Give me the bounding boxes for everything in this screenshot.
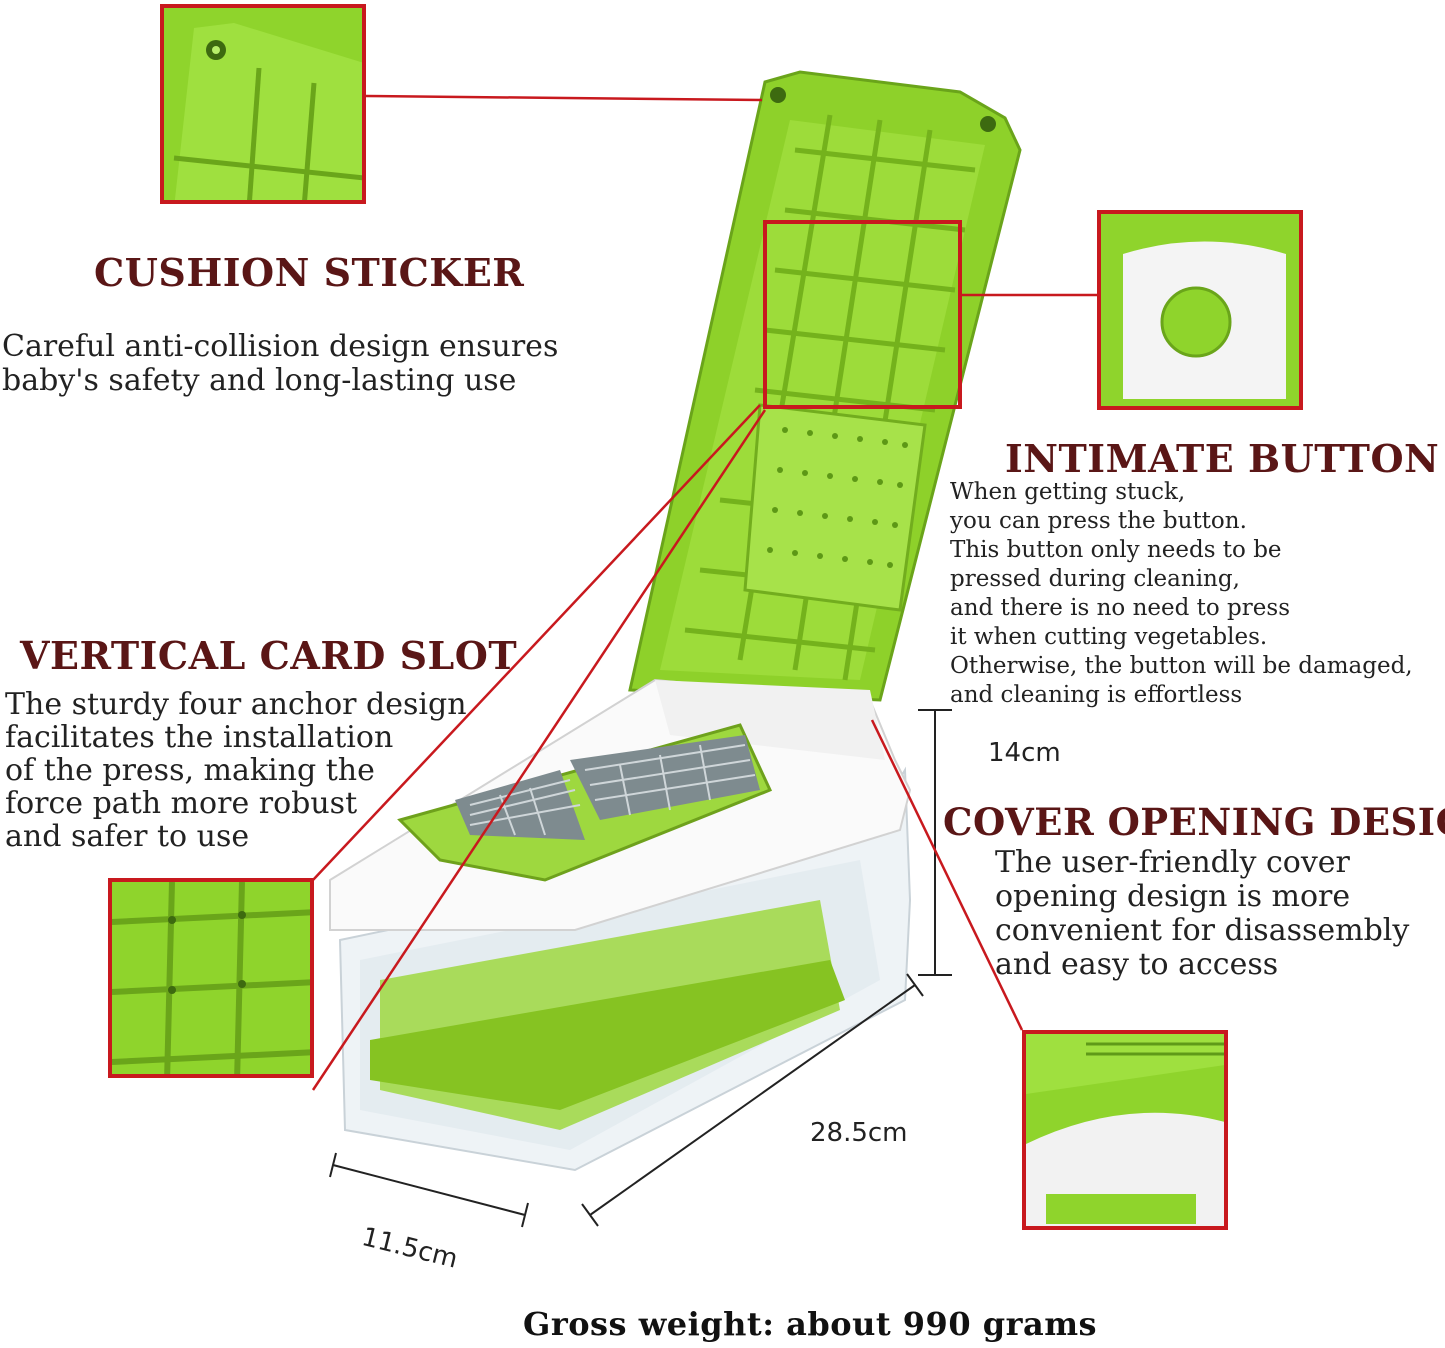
intimate-button-closeup [1097,210,1303,410]
intimate-button-title: INTIMATE BUTTON [1005,436,1440,481]
cover-opening-design-description: The user-friendly cover opening design i… [995,845,1410,982]
length-label: 28.5cm [810,1118,908,1148]
height-label: 14cm [988,738,1061,768]
cover-opening-design-title: COVER OPENING DESIGN [943,800,1445,844]
cover-opening-closeup [1022,1030,1228,1230]
cover-hinge-image [1026,1034,1224,1226]
cushion-sticker-title: CUSHION STICKER [94,250,525,295]
cushion-sticker-closeup [160,4,366,204]
height-dimension-line [918,709,952,976]
button-image [1101,214,1299,406]
slot-grid-image [112,882,310,1074]
chopper-lid [628,70,1022,702]
vertical-card-slot-closeup [108,878,314,1078]
gross-weight-label: Gross weight: about 990 grams [523,1305,1098,1343]
callout-lines [311,94,1097,1091]
intimate-button-description: When getting stuck, you can press the bu… [950,479,1413,708]
chopper-top-frame [329,678,912,931]
vertical-card-slot-description: The sturdy four anchor design facilitate… [5,687,467,854]
cushion-sticker-description: Careful anti-collision design ensures ba… [2,329,559,398]
width-dimension-line [329,1152,529,1228]
length-dimension-line [581,973,924,1227]
lid-corner-image [164,8,362,200]
vertical-card-slot-title: VERTICAL CARD SLOT [20,633,518,678]
